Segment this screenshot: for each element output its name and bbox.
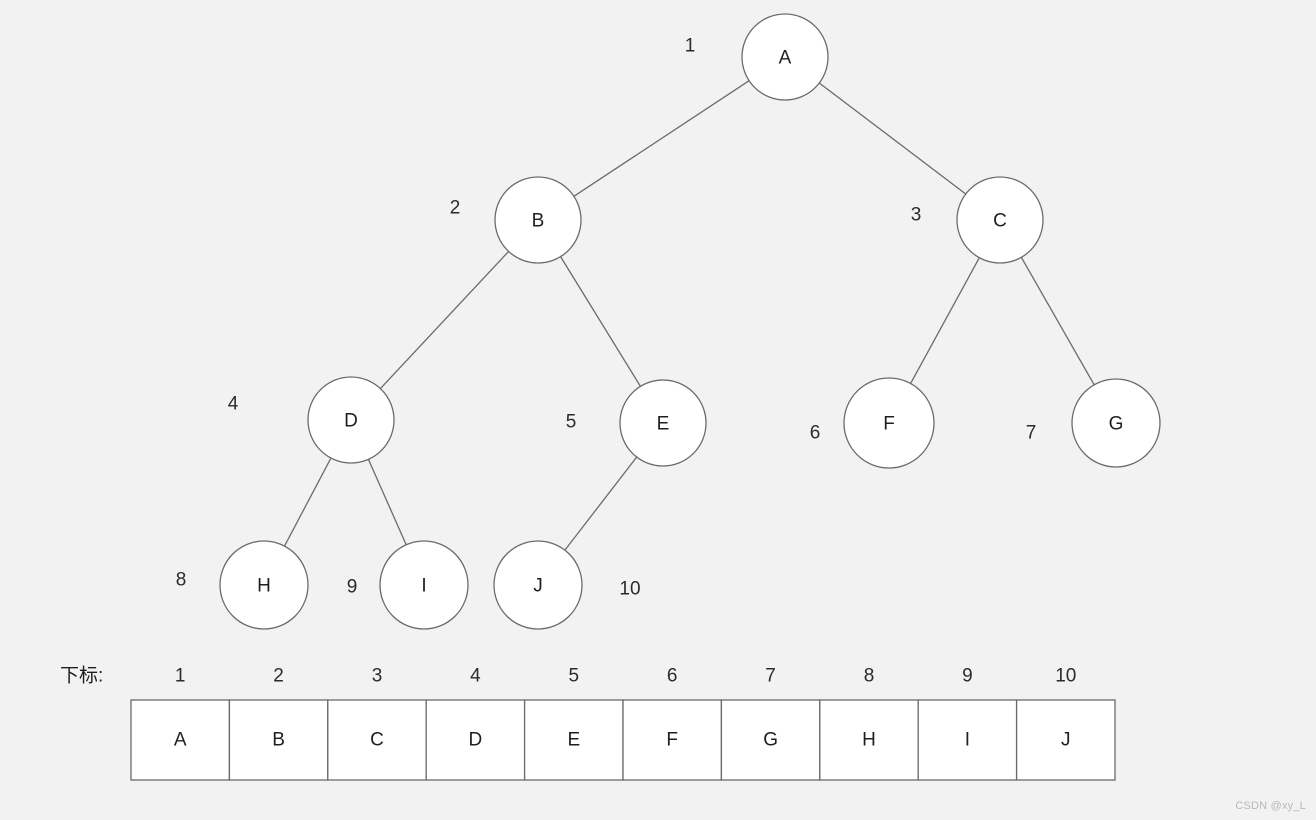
array-cell[interactable]: B	[228, 699, 329, 781]
watermark: CSDN @xy_L	[1235, 800, 1306, 812]
tree-node-j[interactable]: J	[493, 540, 583, 630]
tree-node-h[interactable]: H	[219, 540, 309, 630]
node-label-h: H	[257, 576, 271, 597]
node-label-j: J	[533, 576, 543, 597]
tree-edge-d-h	[283, 457, 332, 547]
node-circle-b[interactable]	[494, 176, 582, 264]
array-cell-box[interactable]	[720, 699, 821, 781]
array-cell[interactable]: I	[917, 699, 1018, 781]
node-circle-f[interactable]	[843, 377, 935, 469]
array-index-label: 8	[864, 666, 875, 687]
node-label-e: E	[657, 414, 670, 435]
tree-node-a[interactable]: A	[741, 13, 829, 101]
tree-edge-b-d	[379, 250, 510, 390]
array-index-label: 3	[372, 666, 383, 687]
tree-node-c[interactable]: C	[956, 176, 1044, 264]
array-cell-box[interactable]	[425, 699, 526, 781]
node-label-g: G	[1109, 414, 1124, 435]
tree-edge-c-f	[910, 257, 980, 384]
tree-node-i[interactable]: I	[379, 540, 469, 630]
array-cell-value: J	[1061, 730, 1071, 751]
array-index-labels-group: 1 2 3 4 5 6 7 8 9 10	[175, 666, 1076, 687]
array-index-label: 2	[273, 666, 284, 687]
array-index-label: 4	[470, 666, 481, 687]
array-cell[interactable]: G	[720, 699, 821, 781]
array-cell-box[interactable]	[819, 699, 919, 781]
node-label-f: F	[883, 414, 895, 435]
array-cell[interactable]: J	[1015, 699, 1116, 781]
node-label-c: C	[993, 211, 1007, 232]
array-cell[interactable]: D	[425, 699, 526, 781]
tree-node-f[interactable]: F	[843, 377, 935, 469]
array-index-label: 6	[667, 666, 678, 687]
tree-edge-a-c	[818, 82, 967, 195]
array-index-label: 1	[175, 666, 186, 687]
array-cell-value: A	[174, 730, 187, 751]
array-cell-value: F	[666, 730, 678, 751]
array-index-label: 10	[1055, 666, 1076, 687]
tree-edge-d-i	[367, 459, 407, 546]
array-cell-value: C	[370, 730, 384, 751]
edges-group	[283, 80, 1095, 551]
node-index-label-b: 2	[450, 198, 461, 219]
node-index-label-a: 1	[685, 36, 696, 57]
array-cell-box[interactable]	[327, 699, 427, 781]
array-cell-value: I	[965, 730, 970, 751]
array-index-label: 5	[569, 666, 580, 687]
node-index-label-f: 6	[810, 423, 821, 444]
array-cell-value: H	[862, 730, 876, 751]
node-circle-c[interactable]	[956, 176, 1044, 264]
node-index-label-g: 7	[1026, 423, 1037, 444]
tree-node-d[interactable]: D	[307, 376, 395, 464]
array-cell-box[interactable]	[523, 699, 624, 781]
array-caption-label: 下标:	[60, 665, 103, 687]
node-circle-j[interactable]	[493, 540, 583, 630]
node-label-i: I	[421, 576, 426, 597]
node-circle-g[interactable]	[1071, 378, 1161, 468]
array-cell[interactable]: C	[327, 699, 427, 781]
node-label-b: B	[532, 211, 545, 232]
node-index-labels-group: 1 2 3 4 5 6 7 8 9 10	[176, 36, 1037, 600]
node-circle-d[interactable]	[307, 376, 395, 464]
tree-node-g[interactable]: G	[1071, 378, 1161, 468]
node-circle-a[interactable]	[741, 13, 829, 101]
array-cell[interactable]: A	[130, 699, 231, 781]
array-cell-box[interactable]	[1015, 699, 1116, 781]
node-circle-h[interactable]	[219, 540, 309, 630]
node-index-label-c: 3	[911, 205, 922, 226]
node-label-a: A	[779, 48, 792, 69]
array-index-label: 9	[962, 666, 973, 687]
tree-node-e[interactable]: E	[619, 379, 707, 467]
array-cell-value: E	[567, 730, 580, 751]
node-index-label-d: 4	[228, 394, 239, 415]
node-index-label-i: 9	[347, 577, 358, 598]
node-index-label-e: 5	[566, 412, 577, 433]
array-cell-value: G	[763, 730, 778, 751]
tree-edge-e-j	[564, 456, 638, 551]
array-cell[interactable]: H	[819, 699, 919, 781]
tree-node-b[interactable]: B	[494, 176, 582, 264]
array-cells-group: A B C D E F G H I J	[130, 699, 1116, 781]
node-label-d: D	[344, 411, 358, 432]
tree-edge-a-b	[573, 80, 750, 197]
node-circle-i[interactable]	[379, 540, 469, 630]
array-cell-box[interactable]	[622, 699, 723, 781]
node-index-label-h: 8	[176, 570, 187, 591]
array-cell[interactable]: E	[523, 699, 624, 781]
node-circle-e[interactable]	[619, 379, 707, 467]
array-representation-group: 下标: 1 2 3 4 5 6 7 8 9 10 A B C D E F G H I J	[60, 665, 1116, 781]
array-index-label: 7	[765, 666, 776, 687]
array-cell[interactable]: F	[622, 699, 723, 781]
node-index-label-j: 10	[619, 579, 640, 600]
array-cell-value: B	[272, 730, 285, 751]
tree-edge-b-e	[559, 256, 642, 387]
nodes-group: A B C D E F G H I J	[219, 13, 1161, 630]
tree-edge-c-g	[1020, 257, 1095, 386]
array-cell-value: D	[469, 730, 483, 751]
